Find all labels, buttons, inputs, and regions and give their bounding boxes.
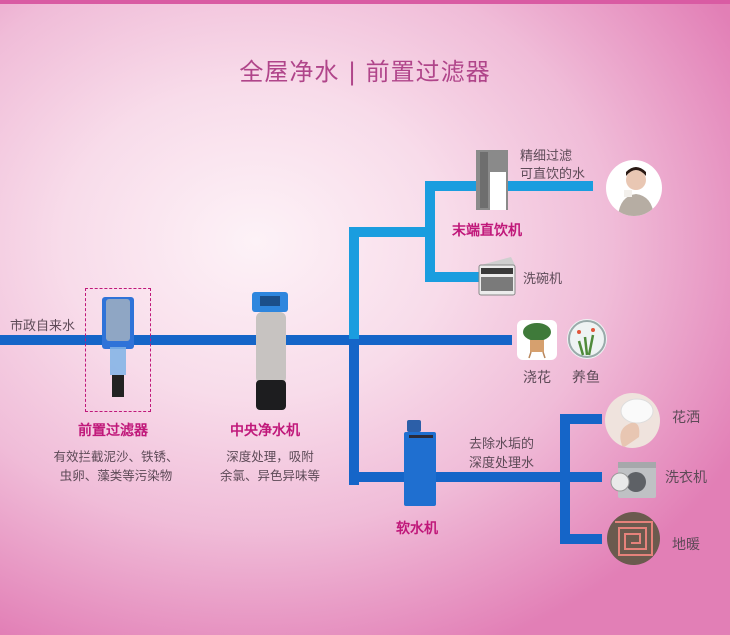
central-purifier-name: 中央净水机 <box>230 423 300 439</box>
terminal-desc-2: 可直饮的水 <box>520 167 586 182</box>
pipe-to-dishwasher <box>425 272 495 282</box>
prefilter-desc-2: 虫卵、藻类等污染物 <box>59 468 173 483</box>
dishwasher-icon <box>478 257 516 296</box>
water-softener-icon <box>404 420 436 506</box>
central-purifier-desc-2: 余氯、异色异味等 <box>219 468 320 483</box>
dishwasher-label: 洗碗机 <box>523 272 563 287</box>
prefilter-icon <box>102 297 134 397</box>
terminal-drinker-icon <box>476 150 508 210</box>
pipe-to-shower <box>560 414 602 424</box>
softener-desc-1: 去除水垢的 <box>469 437 535 452</box>
washing-machine-icon <box>610 462 656 498</box>
pipe-to-washer <box>560 472 602 482</box>
softener-name: 软水机 <box>396 521 438 537</box>
prefilter-highlight-box <box>85 288 151 412</box>
washer-label: 洗衣机 <box>665 470 707 486</box>
top-bar <box>0 0 730 4</box>
page-title: 全屋净水 | 前置过滤器 <box>239 58 491 86</box>
prefilter-desc-1: 有效拦截泥沙、铁锈、 <box>53 449 179 464</box>
central-purifier-icon <box>252 292 288 410</box>
shower-head-icon <box>605 393 660 448</box>
prefilter-name: 前置过滤器 <box>78 423 148 439</box>
fish-bowl-icon <box>567 319 607 359</box>
pipe-upper-h <box>349 227 431 237</box>
woman-drinking-icon <box>606 160 662 216</box>
potted-plant-icon <box>517 320 557 360</box>
terminal-desc-1: 精细过滤 <box>520 149 573 164</box>
pipe-upper-v <box>425 181 435 281</box>
pipe-to-heating <box>560 534 602 544</box>
softener-desc-2: 深度处理水 <box>469 456 535 471</box>
pipe-upper-branch <box>349 227 359 339</box>
inlet-label: 市政自来水 <box>10 319 76 334</box>
fish-label: 养鱼 <box>572 370 600 386</box>
floor-heating-label: 地暖 <box>672 537 700 553</box>
shower-label: 花洒 <box>672 410 700 426</box>
pipe-to-drinker <box>425 181 593 191</box>
central-purifier-desc-1: 深度处理，吸附 <box>226 449 314 464</box>
watering-label: 浇花 <box>523 370 551 386</box>
pipe-to-softener <box>349 472 569 482</box>
pipe-lower-v <box>349 339 359 479</box>
floor-heating-icon <box>607 512 660 565</box>
terminal-drinker-name: 末端直饮机 <box>452 223 522 239</box>
